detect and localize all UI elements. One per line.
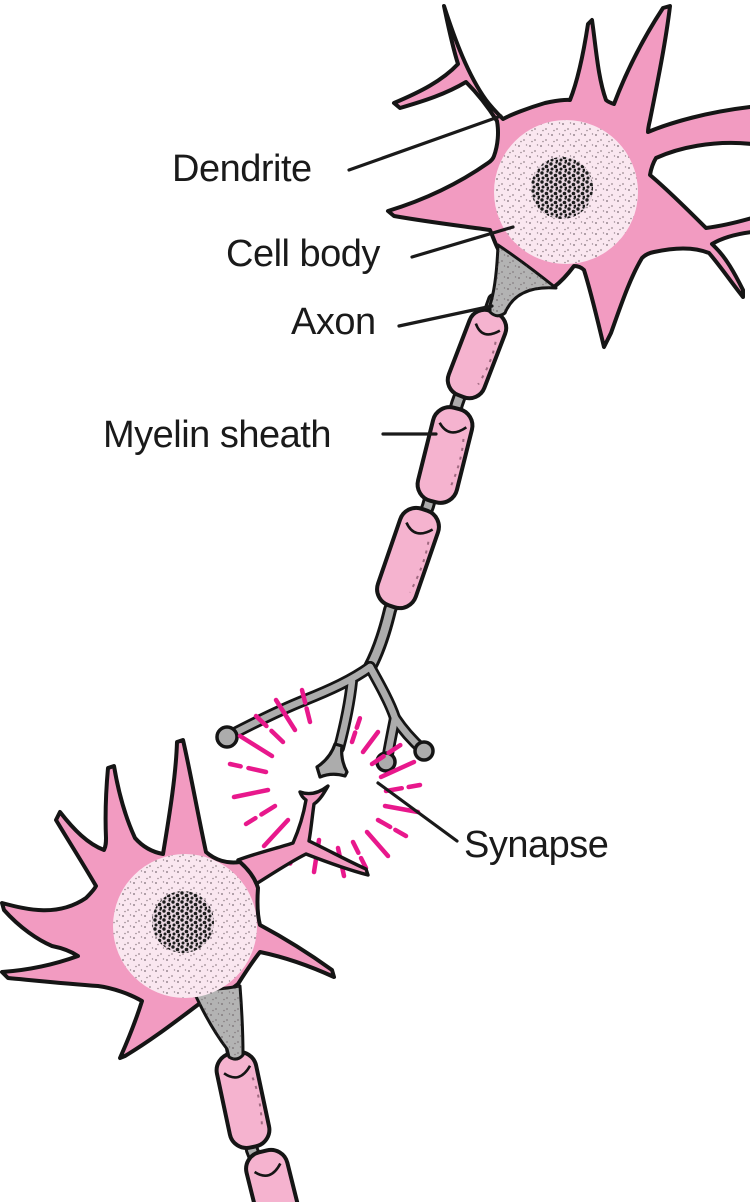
presynaptic-terminal: [315, 742, 349, 779]
label-myelin-sheath: Myelin sheath: [103, 414, 331, 456]
label-axon: Axon: [291, 301, 376, 343]
lower-nucleus: [152, 891, 214, 953]
upper-axon-hillock: [488, 243, 558, 318]
leader-synapse: [376, 781, 459, 843]
upper-nucleus: [531, 157, 593, 219]
upper-cell-body: [494, 120, 638, 264]
upper-neuron: [215, 4, 750, 779]
synapse-spark-burst: [227, 687, 423, 879]
lower-myelin-segment-2: [244, 1147, 305, 1202]
myelin-segment-1: [445, 307, 509, 401]
lower-axon-hillock: [191, 984, 245, 1061]
lower-myelin-segment-1: [214, 1050, 272, 1150]
leader-cell-body: [410, 225, 515, 259]
myelin-segment-2: [415, 405, 475, 505]
axon-terminal-branches: [215, 661, 435, 779]
myelin-segment-3: [375, 505, 441, 611]
leader-lines: [347, 114, 515, 843]
label-cell-body: Cell body: [226, 233, 380, 275]
label-dendrite: Dendrite: [172, 148, 312, 190]
terminal-boutons: [215, 725, 435, 773]
leader-dendrite: [347, 114, 503, 172]
label-synapse: Synapse: [464, 824, 608, 866]
lower-neuron: [0, 738, 370, 1202]
lower-cell-body: [113, 854, 257, 998]
leader-axon: [397, 304, 494, 328]
postsynaptic-dendrite: [236, 784, 370, 886]
labels: Dendrite Cell body Axon Myelin sheath Sy…: [103, 148, 609, 866]
